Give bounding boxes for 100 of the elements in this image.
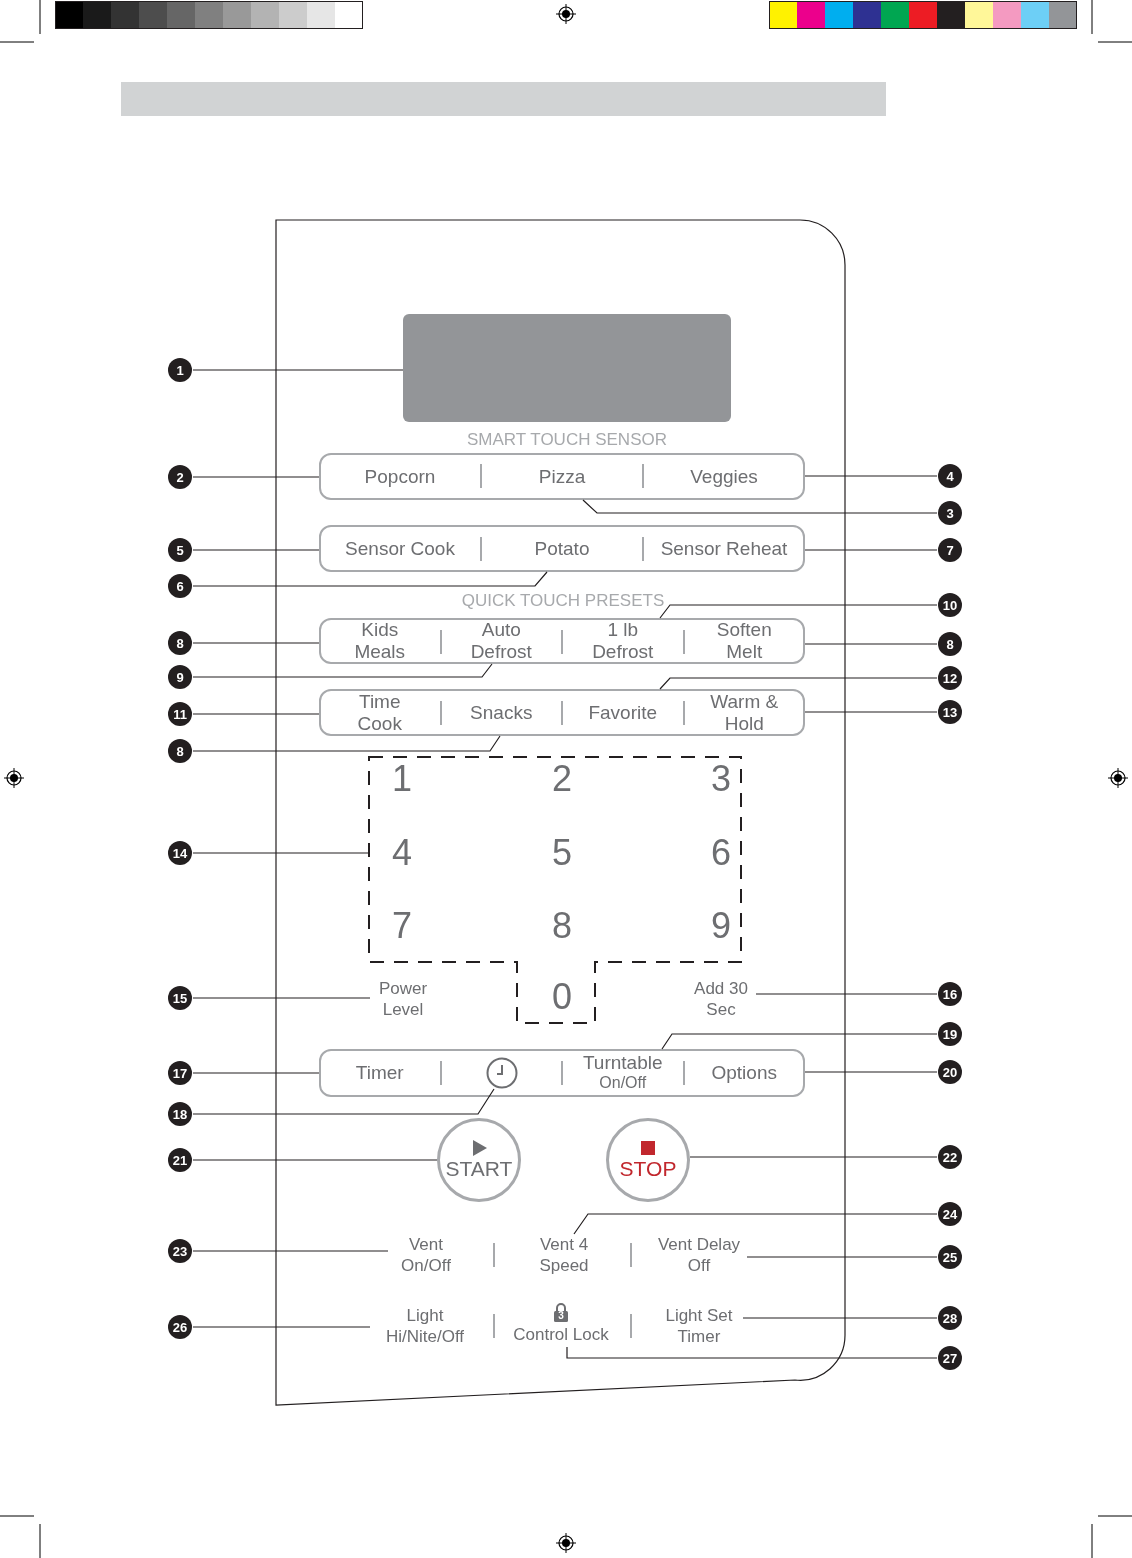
leader-line xyxy=(191,663,493,678)
callout-number: 1 xyxy=(168,358,192,382)
callout-number: 25 xyxy=(938,1245,962,1269)
touch-key: Popcorn xyxy=(319,453,481,500)
leader-line xyxy=(191,852,370,854)
callout-number: 12 xyxy=(938,666,962,690)
callout-number: 8 xyxy=(168,739,192,763)
leader-line xyxy=(755,993,939,995)
number-key: 5 xyxy=(547,833,577,873)
leader-line xyxy=(191,1159,438,1161)
callout-number: 11 xyxy=(168,702,192,726)
touch-key: Kids Meals xyxy=(319,618,441,664)
callout-number: 8 xyxy=(938,632,962,656)
section-heading: SMART TOUCH SENSOR xyxy=(466,429,668,451)
leader-line xyxy=(191,735,501,752)
leader-line xyxy=(191,1072,320,1074)
display-screen xyxy=(403,314,731,422)
leader-line xyxy=(191,369,404,371)
callout-number: 16 xyxy=(938,982,962,1006)
callout-number: 8 xyxy=(168,631,192,655)
touch-key: Veggies xyxy=(643,453,805,500)
callout-number: 4 xyxy=(938,464,962,488)
leader-line xyxy=(191,642,320,644)
key-label: Power Level xyxy=(370,975,436,1023)
leader-line xyxy=(659,677,939,690)
touch-key: Sensor Cook xyxy=(319,525,481,572)
leader-line xyxy=(573,1213,939,1235)
callout-number: 18 xyxy=(168,1102,192,1126)
callout-number: 3 xyxy=(938,501,962,525)
touch-key: Sensor Reheat xyxy=(643,525,805,572)
number-key: 2 xyxy=(547,759,577,799)
leader-line xyxy=(191,476,320,478)
lock-digit: 3 xyxy=(557,1310,565,1322)
callout-number: 15 xyxy=(168,986,192,1010)
leader-line xyxy=(659,604,939,619)
stop-button: STOP xyxy=(606,1118,690,1202)
callout-number: 26 xyxy=(168,1315,192,1339)
touch-key: Potato xyxy=(481,525,643,572)
start-button: START xyxy=(437,1118,521,1202)
callout-number: 6 xyxy=(168,574,192,598)
touch-key: Warm & Hold xyxy=(683,689,805,736)
leader-line xyxy=(689,1156,939,1158)
touch-key: Auto Defrost xyxy=(440,618,562,664)
callout-number: 2 xyxy=(168,465,192,489)
callout-number: 17 xyxy=(168,1061,192,1085)
touch-key: Pizza xyxy=(481,453,643,500)
callout-number: 13 xyxy=(938,700,962,724)
leader-line xyxy=(191,713,320,715)
leader-line xyxy=(804,711,939,713)
touch-key: 1 lb Defrost xyxy=(562,618,684,664)
leader-line xyxy=(804,1071,939,1073)
leader-line xyxy=(566,1346,939,1359)
callout-number: 27 xyxy=(938,1346,962,1370)
key-label: Add 30 Sec xyxy=(686,975,756,1023)
callout-number: 23 xyxy=(168,1239,192,1263)
callout-number: 24 xyxy=(938,1202,962,1226)
touch-key: Turntable On/Off xyxy=(562,1049,684,1097)
callout-number: 5 xyxy=(168,538,192,562)
touch-key: Options xyxy=(683,1049,805,1097)
callout-number: 28 xyxy=(938,1306,962,1330)
key-label: Vent On/Off xyxy=(388,1234,464,1276)
key-label: Vent Delay Off xyxy=(651,1234,747,1276)
key-label: Vent 4 Speed xyxy=(522,1234,606,1276)
leader-line xyxy=(804,643,939,645)
leader-line xyxy=(191,997,371,999)
touch-key: Soften Melt xyxy=(683,618,805,664)
clock-icon xyxy=(486,1057,518,1089)
number-key: 3 xyxy=(706,759,736,799)
number-key: 4 xyxy=(387,833,417,873)
touch-key: Timer xyxy=(319,1049,441,1097)
callout-number: 21 xyxy=(168,1148,192,1172)
leader-line xyxy=(191,1326,371,1328)
callout-number: 14 xyxy=(168,841,192,865)
key-label: Control Lock xyxy=(513,1325,609,1345)
number-key: 9 xyxy=(706,906,736,946)
key-label: Light Set Timer xyxy=(655,1305,743,1347)
number-key: 1 xyxy=(387,759,417,799)
callout-number: 22 xyxy=(938,1145,962,1169)
leader-line xyxy=(191,1250,389,1252)
leader-line xyxy=(191,571,548,587)
callout-number: 7 xyxy=(938,538,962,562)
section-heading: QUICK TOUCH PRESETS xyxy=(460,590,666,612)
leader-line xyxy=(191,549,320,551)
number-key: 0 xyxy=(547,977,577,1017)
number-key: 8 xyxy=(547,906,577,946)
touch-key: Favorite xyxy=(562,689,684,736)
touch-key: Time Cook xyxy=(319,689,441,736)
leader-line xyxy=(191,1088,495,1115)
leader-line xyxy=(661,1033,939,1050)
touch-key: Snacks xyxy=(440,689,562,736)
callout-number: 9 xyxy=(168,665,192,689)
callout-number: 10 xyxy=(938,593,962,617)
leader-line xyxy=(804,549,939,551)
callout-number: 20 xyxy=(938,1060,962,1084)
number-key: 7 xyxy=(387,906,417,946)
callout-number: 19 xyxy=(938,1022,962,1046)
key-label: Light Hi/Nite/Off xyxy=(370,1305,480,1347)
leader-line xyxy=(742,1317,939,1319)
leader-line xyxy=(746,1256,939,1258)
leader-line xyxy=(582,499,939,514)
